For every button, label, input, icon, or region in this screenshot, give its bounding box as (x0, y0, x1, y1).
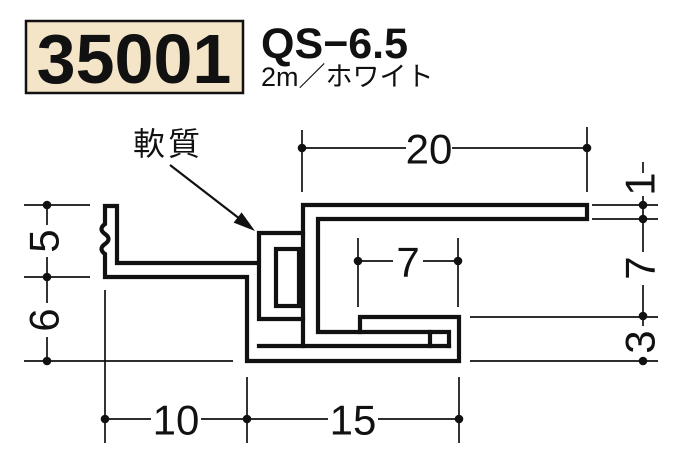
dim-opening-height: 7 (617, 256, 664, 279)
ext-lines-left (24, 204, 233, 362)
ext-lines-right (470, 204, 658, 362)
dot (42, 356, 52, 366)
dot (242, 414, 252, 424)
profile-left-base-and-hook (99, 203, 462, 364)
dot (638, 311, 648, 321)
callout-label: 軟質 (133, 126, 203, 162)
dim-bottom-right: 15 (330, 397, 377, 444)
dim-flange-thickness: 1 (617, 172, 664, 195)
dot (638, 214, 648, 224)
dot (42, 272, 52, 282)
dim-bottom-left: 10 (153, 397, 200, 444)
dim-left-upper: 5 (21, 229, 68, 252)
dot (100, 414, 110, 424)
dot (582, 143, 592, 153)
callout-arrow-line (169, 164, 241, 220)
dimension-labels: 20 7 10 15 5 6 1 7 3 (21, 126, 664, 444)
dimension-lines (24, 127, 658, 443)
product-code-box (24, 19, 245, 95)
dot (453, 256, 463, 266)
dim-slot-width: 7 (396, 239, 419, 286)
dot (353, 256, 363, 266)
dim-hook-height: 3 (617, 330, 664, 353)
dot (638, 356, 648, 366)
callout-arrowhead-icon (233, 212, 255, 231)
ext-lines-top (301, 127, 588, 192)
profile-channel (300, 202, 590, 349)
dim-left-lower: 6 (21, 308, 68, 331)
callout: 軟質 (133, 126, 255, 231)
dimension-dots (42, 143, 648, 424)
model-name: QS−6.5 (261, 20, 408, 68)
dot (638, 200, 648, 210)
dim-top-width: 20 (406, 126, 453, 173)
soft-insert-inner-cavity (273, 246, 302, 309)
soft-insert-outer (256, 230, 306, 322)
product-code: 35001 (37, 20, 232, 98)
profile-outline (99, 202, 590, 364)
dot (42, 200, 52, 210)
dot (297, 143, 307, 153)
spec-text: 2m／ホワイト (261, 62, 434, 92)
ext-lines-slot (357, 238, 459, 307)
dot (454, 414, 464, 424)
